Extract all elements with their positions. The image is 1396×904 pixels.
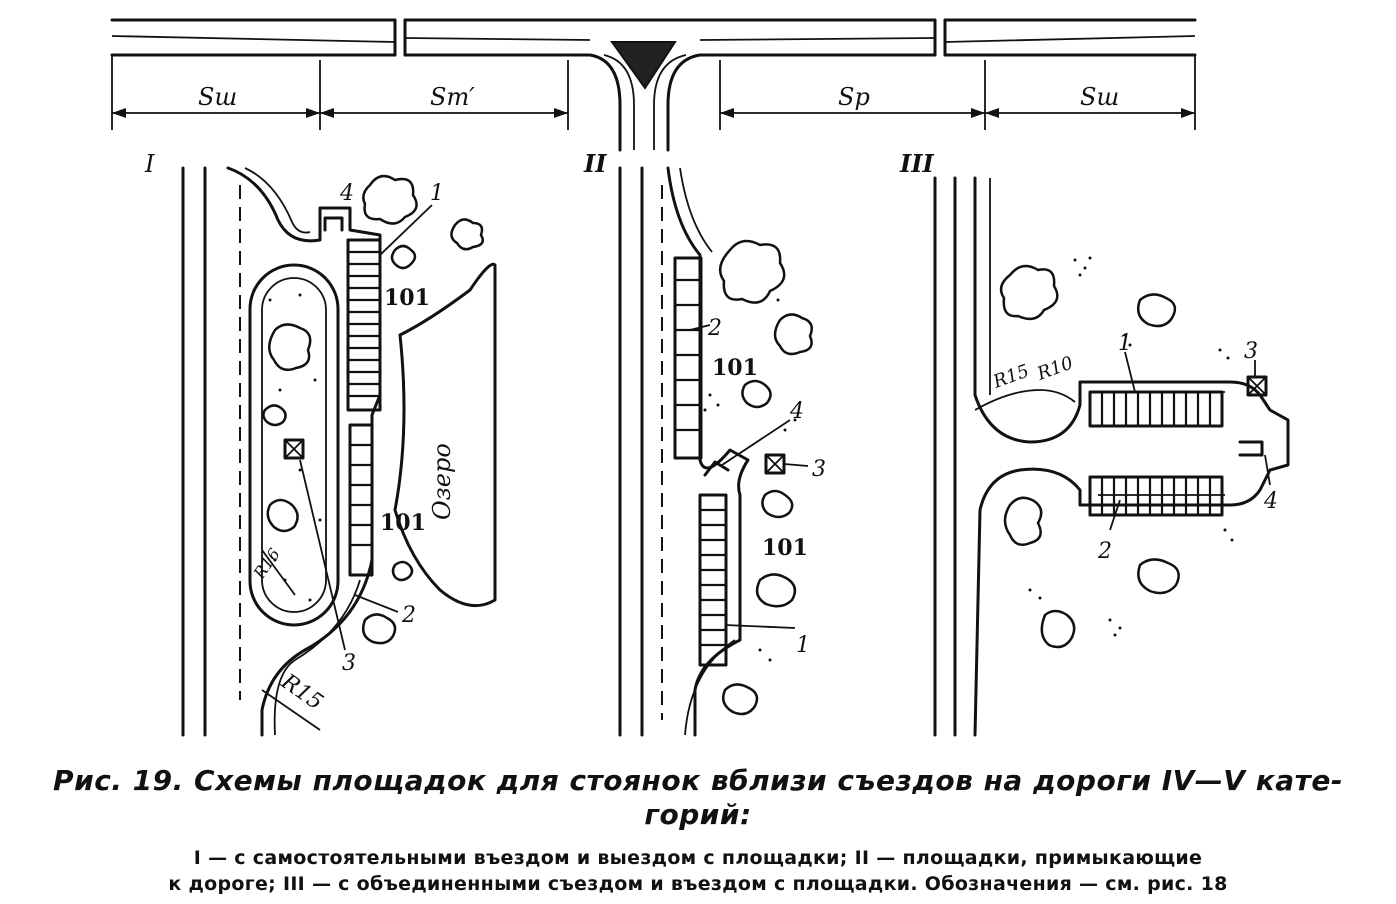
radius-r10-III: R10 [1034, 352, 1076, 385]
stipple-II [703, 298, 797, 662]
stall-hatching-I [348, 250, 380, 398]
label-s-sh-left: Sш [198, 83, 237, 111]
marker-101-I-top: 101 [384, 285, 430, 311]
callout-3-III: 3 [1244, 339, 1258, 364]
stipple-III [1028, 256, 1234, 637]
callout-3-I: 3 [342, 651, 356, 676]
figure-caption: Рис. 19. Схемы площадок для стоянок вбли… [0, 760, 1396, 904]
callout-4-III: 4 [1263, 489, 1278, 514]
scheme-III: III R15 R10 1 2 3 [899, 149, 1290, 737]
callout-2-III: 2 [1097, 539, 1112, 564]
label-s-t: Sт′ [430, 83, 475, 111]
radius-r15-III: R15 [990, 360, 1032, 393]
caption-title-line-2: горий: [644, 798, 752, 831]
callout-3-II: 3 [812, 457, 826, 482]
parking-schemes-diagram: Sш Sт′ Sр Sш I Озеро [110, 18, 1290, 737]
lake-label: Озеро [428, 443, 456, 520]
caption-title-line-1: Рис. 19. Схемы площадок для стоянок вбли… [53, 764, 1343, 797]
scheme-label-I: I [144, 150, 155, 178]
radius-r16-I: R16 [249, 545, 284, 583]
callout-1-III: 1 [1118, 331, 1132, 356]
marker-101-II-top: 101 [712, 355, 758, 381]
marker-101-II-bottom: 101 [762, 535, 808, 561]
callout-2-I: 2 [401, 603, 416, 628]
radius-r15-I: R15 [276, 669, 328, 716]
callout-1-II: 1 [796, 633, 810, 658]
scheme-II: II 101 101 2 4 3 1 [583, 149, 826, 737]
marker-101-I-bottom: 101 [380, 510, 426, 536]
caption-desc-line-2: к дороге; III — с объединенными съездом … [168, 873, 1228, 895]
callout-1-I: 1 [430, 181, 444, 206]
callout-2-II: 2 [707, 316, 722, 341]
scheme-I: I Озеро [144, 150, 497, 737]
scheme-label-III: III [899, 149, 934, 178]
top-road-plan: Sш Sт′ Sр Sш [110, 18, 1197, 152]
callout-4-II: 4 [789, 399, 804, 424]
scheme-label-II: II [583, 149, 607, 178]
caption-desc-line-1: I — с самостоятельными въездом и выездом… [193, 847, 1203, 869]
label-s-p: Sр [838, 83, 870, 111]
label-s-sh-right: Sш [1080, 83, 1119, 111]
callout-4-I: 4 [339, 181, 354, 206]
